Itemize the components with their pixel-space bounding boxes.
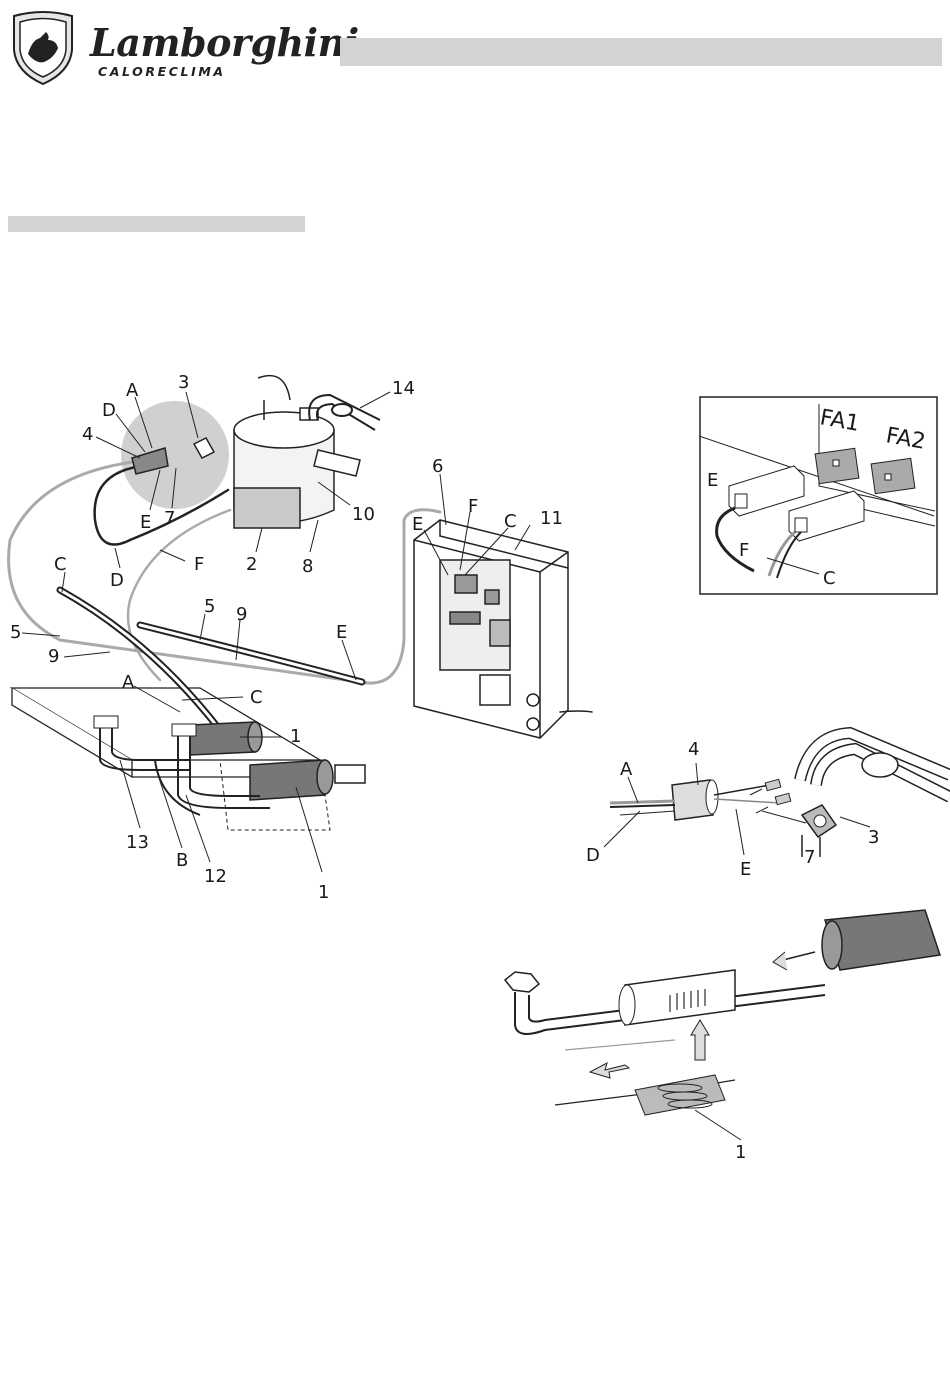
brand-subtitle: CALORECLIMA xyxy=(98,64,226,79)
callout-5-left: 5 xyxy=(10,622,21,643)
callout-11: 11 xyxy=(540,508,563,529)
callout-14: 14 xyxy=(392,378,415,399)
connector-inset-diagram: FA1 FA2 E F C xyxy=(699,396,939,596)
brand-shield-logo xyxy=(10,10,76,86)
callout-F-mid: F xyxy=(194,554,204,575)
callout-10: 10 xyxy=(352,504,375,525)
probe-callout-4: 4 xyxy=(688,739,699,760)
callout-5-mid: 5 xyxy=(204,596,215,617)
main-installation-diagram: A 3 14 D 4 6 F 10 E C 11 E 7 2 8 C F D 5… xyxy=(0,360,600,900)
callout-E-top: E xyxy=(140,512,151,533)
callout-1-lower: 1 xyxy=(318,882,329,900)
callout-A-low: A xyxy=(122,672,135,693)
inset-callout-C: C xyxy=(823,568,836,589)
probe-callout-3: 3 xyxy=(868,827,879,848)
section-heading-bar xyxy=(8,216,305,232)
callout-C-left: C xyxy=(54,554,67,575)
brand-name: Lamborghini xyxy=(90,20,359,65)
callout-4-top: 4 xyxy=(82,424,93,445)
callout-E-mid: E xyxy=(336,622,347,643)
tank xyxy=(234,376,360,528)
callout-D-top: D xyxy=(102,400,116,421)
heater-cylinders xyxy=(190,722,365,800)
callout-F-right: F xyxy=(468,496,478,517)
probe-callout-E: E xyxy=(740,859,751,880)
callout-8: 8 xyxy=(302,556,313,577)
callout-9-left: 9 xyxy=(48,646,59,667)
probe-callout-A: A xyxy=(620,759,633,780)
inset-callout-E: E xyxy=(707,470,718,491)
callout-E-right: E xyxy=(412,514,423,535)
callout-C-low: C xyxy=(250,687,263,708)
callout-7-top: 7 xyxy=(164,508,175,529)
header-title-bar xyxy=(340,38,942,66)
callout-D-mid: D xyxy=(110,570,124,591)
heater-wrap-diagram: 1 xyxy=(495,900,945,1165)
callout-6: 6 xyxy=(432,456,443,477)
callout-13: 13 xyxy=(126,832,149,853)
probe-detail-diagram: A 4 D E 7 3 xyxy=(580,725,950,885)
callout-B: B xyxy=(176,850,188,871)
callout-9-mid: 9 xyxy=(236,604,247,625)
callout-C-right: C xyxy=(504,511,517,532)
callout-12: 12 xyxy=(204,866,227,887)
inset-callout-F: F xyxy=(739,540,749,561)
control-box xyxy=(414,520,568,738)
probe-callout-D: D xyxy=(586,845,600,866)
callout-A-top: A xyxy=(126,380,139,401)
heater-callout-1: 1 xyxy=(735,1142,746,1163)
callout-1-upper: 1 xyxy=(290,726,301,747)
callout-3-top: 3 xyxy=(178,372,189,393)
callout-2: 2 xyxy=(246,554,257,575)
probe-callout-7: 7 xyxy=(804,847,815,868)
